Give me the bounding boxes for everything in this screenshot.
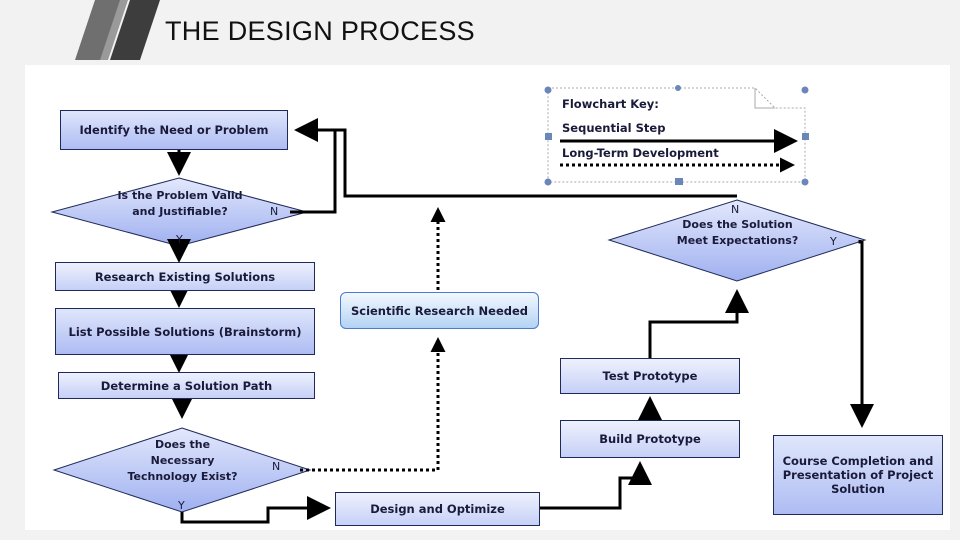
key-sequential-label: Sequential Step (562, 121, 666, 135)
step-scientific-research: Scientific Research Needed (340, 292, 539, 329)
expectations-decision-diamond (607, 199, 867, 282)
step-course-completion: Course Completion and Presentation of Pr… (773, 435, 943, 515)
expectations-decision-label: Does the Solution Meet Expectations? (676, 218, 799, 247)
step-build-prototype: Build Prototype (560, 420, 740, 458)
tech-yes-label: Y (178, 499, 185, 512)
step-determine-path: Determine a Solution Path (58, 372, 315, 399)
arrow-valid-no-loop (290, 118, 337, 214)
arrow-design-to-build (538, 461, 652, 510)
key-title: Flowchart Key: (562, 97, 659, 111)
slide-title: THE DESIGN PROCESS (165, 16, 475, 46)
step-design-optimize: Design and Optimize (335, 492, 540, 526)
key-longterm-label: Long-Term Development (562, 146, 719, 160)
valid-no-label: N (270, 205, 279, 218)
valid-decision-label: Is the Problem Valid and Justifiable? (117, 189, 243, 218)
tech-no-label: N (272, 460, 281, 473)
technology-decision-label: Does the Necessary Technology Exist? (127, 438, 238, 483)
valid-yes-label: Y (176, 233, 183, 246)
step-list-solutions: List Possible Solutions (Brainstorm) (55, 308, 315, 355)
step-identify-need: Identify the Need or Problem (60, 110, 288, 150)
step-test-prototype: Test Prototype (560, 358, 740, 394)
flowchart-key (544, 85, 809, 186)
arrow-exp-no-loop (300, 128, 737, 198)
exp-yes-label: Y (830, 235, 837, 248)
arrow-tech-yes-to-design (180, 496, 331, 524)
title-accent-stripes (75, 0, 160, 60)
arrow-exp-yes-to-course (850, 240, 874, 428)
dashed-tech-no-to-scientific (300, 337, 446, 472)
arrow-test-to-expectations (648, 289, 749, 358)
step-research-existing: Research Existing Solutions (55, 262, 315, 291)
exp-no-label: N (731, 203, 740, 216)
